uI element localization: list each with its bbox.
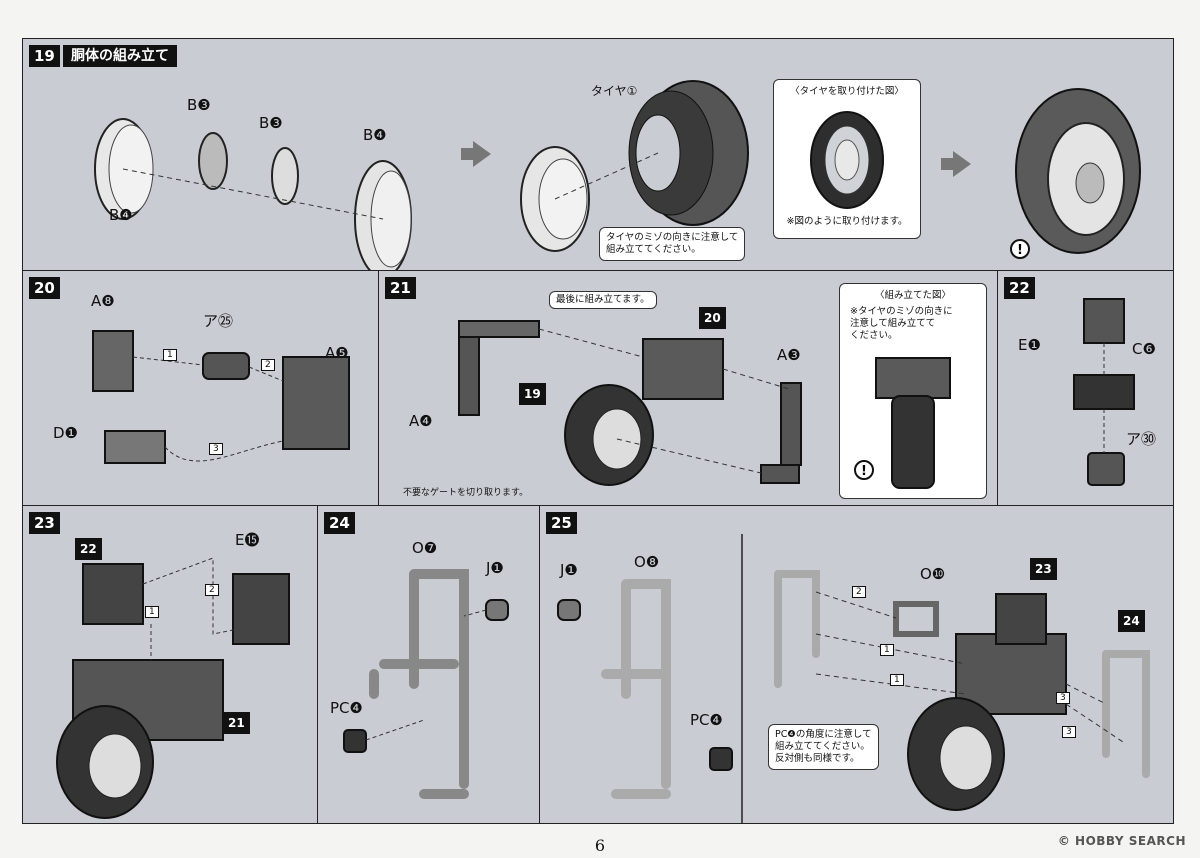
groove-note: タイヤのミゾの向きに注意して 組み立ててください。: [599, 227, 746, 261]
order-step-1: 1: [890, 674, 904, 686]
step-number: 19: [29, 45, 60, 67]
page-number: 6: [594, 836, 606, 855]
step-25-illustration: [557, 534, 1150, 824]
next-arrow: [941, 151, 971, 177]
inset-title: 〈組み立てた図〉: [874, 290, 951, 301]
wheel-parts-illustration: [94, 118, 412, 278]
part-label: ア㉕: [203, 312, 234, 330]
part-label: PC❹: [690, 711, 723, 729]
part-label: E❶: [1018, 336, 1041, 354]
inset-title: 〈タイヤを取り付けた図〉: [790, 86, 904, 97]
order-step-2: 2: [261, 359, 275, 371]
step-number: 20: [29, 277, 60, 299]
part-label: B❸: [259, 114, 283, 132]
assembled-inset: 〈組み立てた図〉 ※タイヤのミゾの向きに 注意して組み立てて ください。 !: [839, 283, 987, 499]
step-20-illustration: [92, 330, 350, 464]
order-step-3: 3: [1062, 726, 1076, 738]
step-number: 24: [324, 512, 355, 534]
part-label: ア㉚: [1126, 430, 1157, 448]
step-22-illustration: [1073, 298, 1135, 486]
part-label: O❿: [920, 565, 946, 583]
step-21-panel: 21 最後に組み立てます。 A❹ A❸ 19 20 不要なゲートを切り取ります。…: [378, 270, 998, 506]
svg-text:!: !: [861, 464, 867, 479]
step-number: 22: [1004, 277, 1035, 299]
tire-attached-inset: 〈タイヤを取り付けた図〉 ※図のように取り付けます。: [773, 79, 921, 239]
inset-assembled-image: !: [854, 357, 951, 489]
part-label: J❶: [486, 559, 504, 577]
step-23-panel: 23 22 E⓯ 21 1 2: [22, 505, 318, 824]
step-number: 21: [385, 277, 416, 299]
next-arrow: [461, 141, 491, 167]
step-24-illustration: [343, 569, 509, 799]
part-label: C❻: [1132, 340, 1156, 358]
part-label: B❹: [109, 206, 133, 224]
step-title: 胴体の組み立て: [63, 45, 177, 67]
part-label: D❶: [53, 424, 78, 442]
assemble-last-note: 最後に組み立てます。: [549, 291, 657, 309]
step-24-panel: 24 O❼ J❶ PC❹: [317, 505, 540, 824]
inset-text: ※タイヤのミゾの向きに 注意して組み立てて ください。: [850, 306, 953, 341]
order-step-2: 2: [852, 586, 866, 598]
part-label: B❸: [187, 96, 211, 114]
order-step-3: 3: [1056, 692, 1070, 704]
tire-assembly-illustration: [520, 80, 749, 252]
part-label: A❺: [325, 344, 349, 362]
angle-note: PC❹の角度に注意して 組み立ててください。 反対側も同様です。: [768, 724, 879, 770]
step-number: 25: [546, 512, 577, 534]
part-label: A❽: [91, 292, 115, 310]
svg-text:!: !: [1017, 243, 1023, 258]
tire-label: タイヤ①: [591, 84, 638, 98]
part-label: B❹: [363, 126, 387, 144]
order-step-1: 1: [163, 349, 177, 361]
step-22-panel: 22 E❶ C❻ ア㉚: [997, 270, 1174, 506]
step-20-panel: 20 A❽ ア㉕ A❺ D❶ 1 2 3: [22, 270, 379, 506]
part-label: E⓯: [235, 531, 260, 549]
part-label: A❸: [777, 346, 801, 364]
step-number: 23: [29, 512, 60, 534]
order-step-2: 2: [205, 584, 219, 596]
step-19-panel: 19 胴体の組み立て B❸ B❸ B❹ B❹ タイヤ① タイヤのミゾの向きに注意…: [22, 38, 1174, 278]
part-label: PC❹: [330, 699, 363, 717]
ref-step-22: 22: [75, 538, 102, 560]
order-step-3: 3: [209, 443, 223, 455]
order-step-1: 1: [880, 644, 894, 656]
inset-caption: ※図のように取り付けます。: [786, 216, 908, 227]
ref-step-24: 24: [1118, 610, 1145, 632]
ref-step-23: 23: [1030, 558, 1057, 580]
inset-tire-image: [810, 111, 884, 209]
part-label: O❽: [634, 553, 660, 571]
step-23-illustration: [56, 557, 290, 819]
step-25-panel: 25 J❶ O❽ PC❹ O❿ 23 24 2 1 1 3 3 PC❹の角度に注…: [539, 505, 1174, 824]
finished-wheel-illustration: !: [1010, 88, 1141, 259]
part-label: A❹: [409, 412, 433, 430]
order-step-1: 1: [145, 606, 159, 618]
ref-step-20: 20: [699, 307, 726, 329]
step-21-illustration: [458, 320, 802, 486]
watermark: © HOBBY SEARCH: [1057, 834, 1186, 848]
part-label: J❶: [560, 561, 578, 579]
part-label: O❼: [412, 539, 438, 557]
ref-step-21: 21: [223, 712, 250, 734]
gate-cut-note: 不要なゲートを切り取ります。: [403, 488, 529, 498]
ref-step-19: 19: [519, 383, 546, 405]
